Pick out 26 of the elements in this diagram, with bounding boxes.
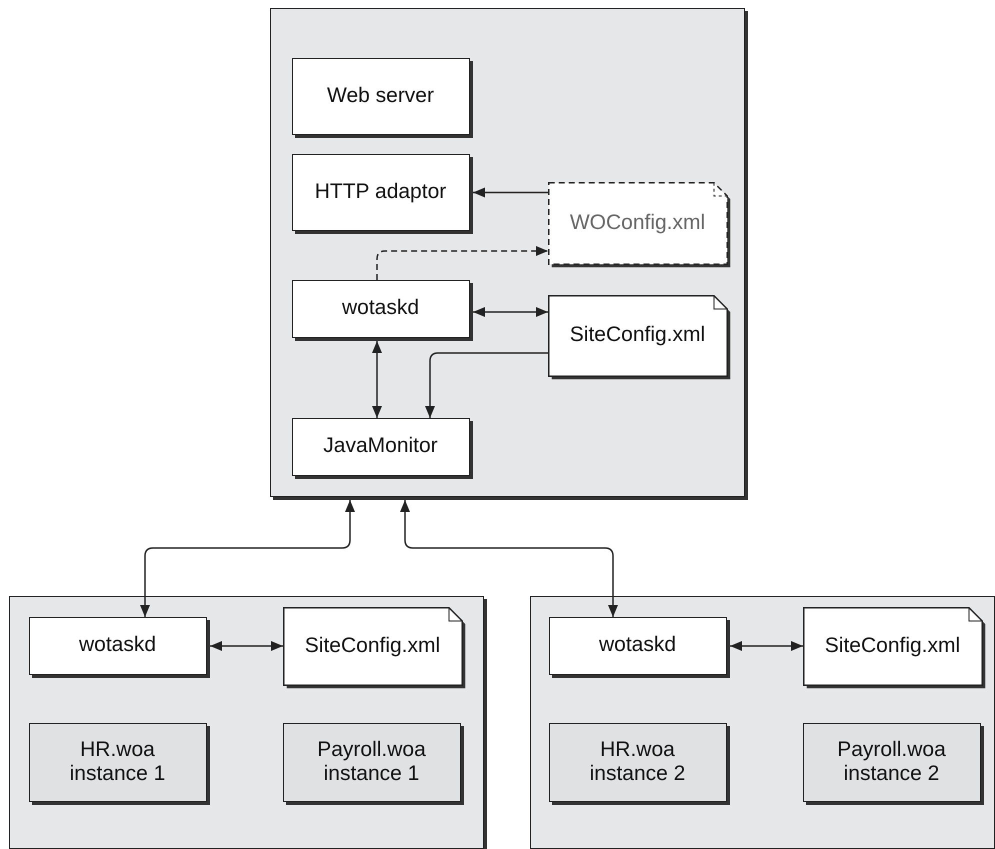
box-label: JavaMonitor xyxy=(323,434,438,459)
box-label: HTTP adaptor xyxy=(314,180,446,204)
box-label: wotaskd xyxy=(342,296,420,321)
host-panel xyxy=(270,8,745,497)
host-panel xyxy=(530,596,995,849)
arrow xyxy=(730,641,803,651)
box-label: SiteConfig.xml xyxy=(824,634,960,658)
arrow xyxy=(372,341,382,418)
box-label: wotaskd xyxy=(78,633,156,658)
box-label: wotaskd xyxy=(598,633,676,658)
box-label: Web server xyxy=(327,84,434,108)
box-label: Payroll.woa instance 1 xyxy=(316,738,427,786)
arrow xyxy=(400,500,618,617)
arrow xyxy=(473,188,548,198)
box-label: Payroll.woa instance 2 xyxy=(836,738,947,786)
box-label: SiteConfig.xml xyxy=(570,323,706,348)
box-label: HR.woa instance 2 xyxy=(588,738,686,786)
arrow xyxy=(473,307,548,317)
arrow xyxy=(210,641,283,651)
box-label: SiteConfig.xml xyxy=(304,634,440,658)
box-label: WOConfig.xml xyxy=(570,210,706,236)
arrow xyxy=(376,246,548,280)
arrow xyxy=(140,500,355,617)
host-panel xyxy=(9,596,484,849)
arrow xyxy=(425,352,548,418)
box-label: HR.woa instance 1 xyxy=(68,738,166,786)
